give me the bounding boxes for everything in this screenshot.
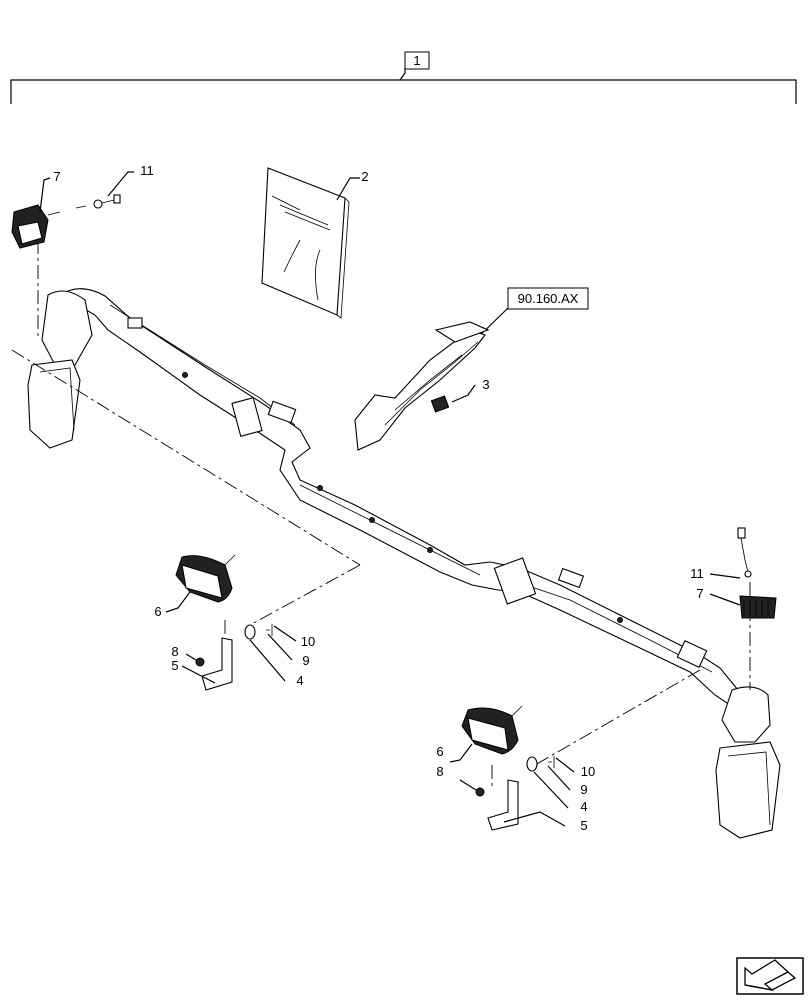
callout-4-right: 4: [580, 799, 587, 814]
callout-5-right: 5: [580, 818, 587, 833]
main-frame: [58, 288, 739, 706]
left-bracket-parts: [181, 624, 297, 691]
callout-5-left: 5: [171, 658, 178, 673]
left-top-light: [11, 171, 134, 249]
callout-7-right: 7: [696, 586, 703, 601]
callout-7-left: 7: [53, 169, 60, 184]
right-mirror: [715, 686, 781, 839]
centerlines: [11, 240, 751, 790]
callout-4-left: 4: [296, 673, 303, 688]
callout-8-right: 8: [436, 764, 443, 779]
arrow-icon[interactable]: [736, 957, 804, 995]
left-mirror: [27, 290, 93, 449]
callout-9-right: 9: [580, 782, 587, 797]
assembly-number: 1: [413, 53, 420, 68]
callout-10-left: 10: [301, 634, 315, 649]
wiper-bracket: [354, 321, 490, 451]
callout-8-left: 8: [171, 644, 178, 659]
callout-2: 2: [361, 169, 368, 184]
left-lamp: [165, 554, 236, 613]
callout-11-left: 11: [140, 163, 154, 178]
callout-labels: 2 3 7 11 6 8 5 10 9 4 11 7 6 8 10 9 4 5: [53, 163, 703, 833]
callout-10-right: 10: [581, 764, 595, 779]
callout-6-right: 6: [436, 744, 443, 759]
callout-11-right: 11: [690, 566, 704, 581]
right-bracket-parts: [459, 756, 575, 831]
reference-label: 90.160.AX: [518, 291, 579, 306]
assembly-bracket: 1: [10, 51, 797, 104]
callout-6-left: 6: [154, 604, 161, 619]
callout-3: 3: [482, 377, 489, 392]
reference-box: 90.160.AX: [469, 287, 589, 346]
right-lamp: [449, 705, 523, 763]
right-top-light: [709, 527, 777, 619]
callout-9-left: 9: [302, 653, 309, 668]
operator-manual: [261, 167, 360, 319]
